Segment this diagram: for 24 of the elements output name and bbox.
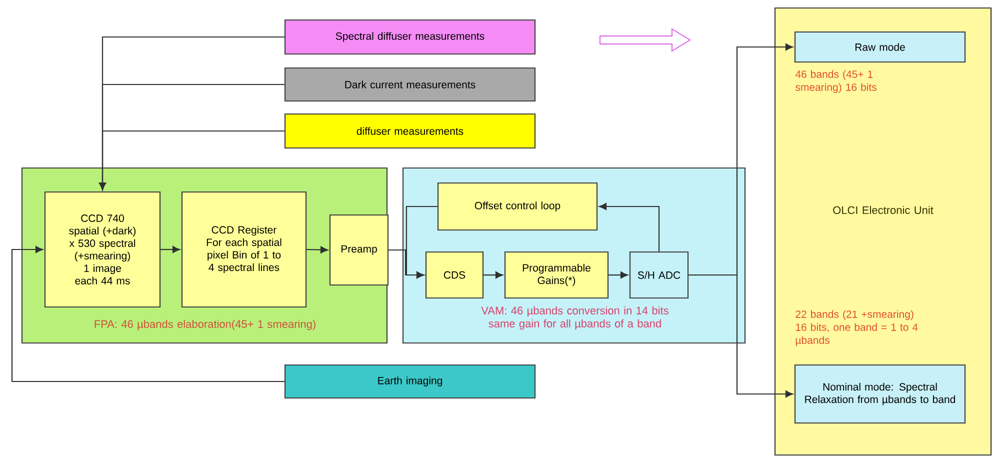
mode-box: Nominal mode: Spectral Relaxation from µbands to band [794,364,966,424]
process-box: Preamp [329,214,389,286]
measurement-box: Spectral diffuser measurements [284,19,536,55]
measurement-box: Dark current measurements [284,67,536,102]
arrow [484,272,504,278]
mode-box: Raw mode [794,31,966,63]
arrow [11,246,284,382]
arrow [598,203,660,252]
process-box: CDS [425,251,484,299]
input-box: Earth imaging [284,364,536,399]
process-box: Offset control loop [437,182,598,231]
arrow [688,274,794,398]
annotation-text: 22 bands (21 +smearing) 16 bits, one band = 1 to 4 µbands [796,310,918,346]
process-box: CCD Register For each spatial pixel Bin of 1 to 4 spectral lines [181,191,307,308]
arrow [306,246,328,254]
arrow [608,272,628,278]
annotation-text: 46 bands (45+ 1 smearing) 16 bits [795,70,876,93]
process-box: S/H ADC [629,251,689,299]
arrow [160,246,180,253]
process-box: Programmable Gains(*) [504,251,609,299]
process-box: CCD 740 spatial (+dark) x 530 spectral (+smearing) 1 image each 44 ms [44,191,161,308]
measurement-box: diffuser measurements [284,113,536,149]
arrow [99,130,284,190]
arrow [406,206,438,278]
